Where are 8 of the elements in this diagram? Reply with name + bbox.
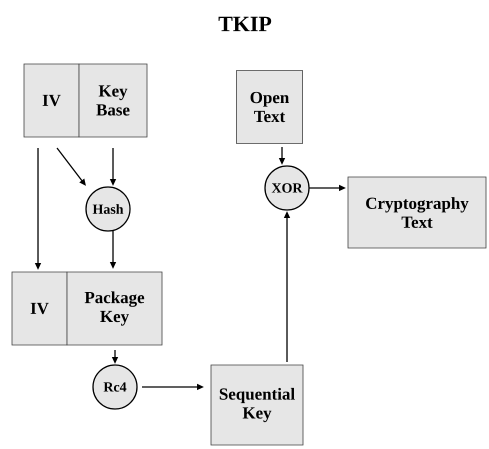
process-box: IV bbox=[24, 64, 80, 138]
process-box: IV bbox=[12, 272, 68, 346]
process-box: Cryptography Text bbox=[348, 176, 486, 248]
process-box: Package Key bbox=[66, 272, 162, 346]
process-box: Key Base bbox=[78, 64, 148, 138]
process-box: Sequential Key bbox=[210, 364, 304, 446]
title: TKIP bbox=[218, 16, 272, 32]
process-box: Open Text bbox=[236, 70, 303, 144]
